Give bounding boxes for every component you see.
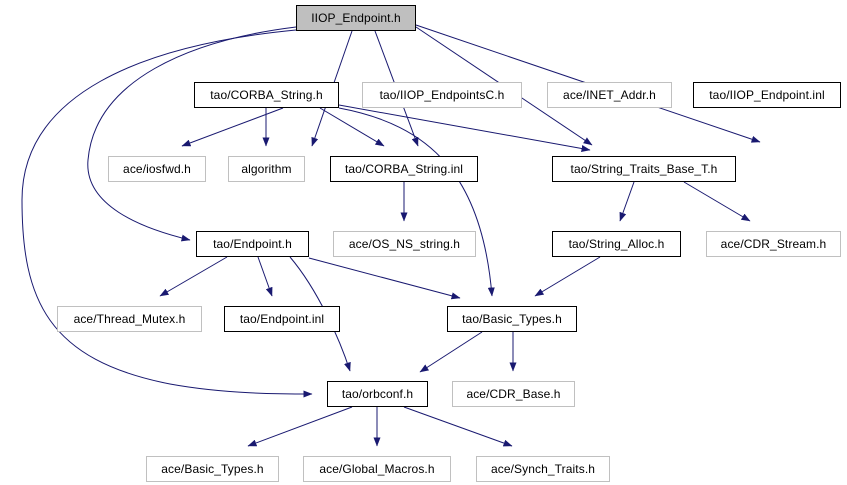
dependency-edge <box>87 26 297 242</box>
graph-node-ace-iosfwd-h[interactable]: ace/iosfwd.h <box>108 156 206 182</box>
graph-node-label: ace/Thread_Mutex.h <box>73 312 186 326</box>
graph-node-label: tao/Basic_Types.h <box>462 312 562 326</box>
graph-node-label: ace/CDR_Base.h <box>466 387 561 401</box>
dependency-edge <box>181 107 284 147</box>
graph-node-tao-string-alloc-h[interactable]: tao/String_Alloc.h <box>552 231 681 257</box>
graph-node-label: ace/Basic_Types.h <box>161 462 264 476</box>
dependency-edge <box>308 257 461 300</box>
graph-node-tao-endpoint-h[interactable]: tao/Endpoint.h <box>196 231 309 257</box>
graph-node-label: ace/CDR_Stream.h <box>720 237 827 251</box>
graph-node-label: ace/Global_Macros.h <box>319 462 435 476</box>
graph-node-tao-string-traits-base-t-h[interactable]: tao/String_Traits_Base_T.h <box>552 156 736 182</box>
graph-node-ace-inet-addr-h[interactable]: ace/INET_Addr.h <box>547 82 672 108</box>
dependency-edge <box>338 107 495 297</box>
graph-node-label: tao/IIOP_EndpointsC.h <box>379 88 505 102</box>
graph-node-tao-orbconf-h[interactable]: tao/orbconf.h <box>327 381 428 407</box>
graph-node-ace-synch-traits-h[interactable]: ace/Synch_Traits.h <box>476 456 610 482</box>
graph-node-ace-cdr-base-h[interactable]: ace/CDR_Base.h <box>452 381 575 407</box>
graph-node-label: tao/orbconf.h <box>341 387 414 401</box>
graph-node-tao-corba-string-h[interactable]: tao/CORBA_String.h <box>194 82 339 108</box>
graph-node-label: tao/String_Traits_Base_T.h <box>570 162 718 176</box>
graph-node-ace-global-macros-h[interactable]: ace/Global_Macros.h <box>303 456 451 482</box>
dependency-edge <box>338 104 591 152</box>
graph-node-label: algorithm <box>241 162 292 176</box>
graph-node-tao-endpoint-inl[interactable]: tao/Endpoint.inl <box>224 306 340 332</box>
graph-node-iiop-endpoint-h[interactable]: IIOP_Endpoint.h <box>296 5 416 31</box>
graph-node-label: ace/INET_Addr.h <box>563 88 656 102</box>
dependency-edge <box>159 256 228 297</box>
graph-node-tao-iiop-endpoint-inl[interactable]: tao/IIOP_Endpoint.inl <box>693 82 841 108</box>
graph-node-label: tao/IIOP_Endpoint.inl <box>709 88 825 102</box>
graph-node-label: ace/iosfwd.h <box>123 162 191 176</box>
graph-node-label: IIOP_Endpoint.h <box>311 11 401 25</box>
dependency-edge <box>534 256 601 297</box>
graph-node-label: tao/CORBA_String.h <box>210 88 323 102</box>
dependency-edge <box>257 256 273 297</box>
graph-node-tao-basic-types-h[interactable]: tao/Basic_Types.h <box>447 306 577 332</box>
graph-node-ace-thread-mutex-h[interactable]: ace/Thread_Mutex.h <box>57 306 202 332</box>
graph-node-tao-iiop-endpointsc-h[interactable]: tao/IIOP_EndpointsC.h <box>362 82 522 108</box>
dependency-edge <box>247 406 353 447</box>
graph-node-label: tao/Endpoint.inl <box>239 312 325 326</box>
dependency-edge <box>683 181 751 222</box>
dependency-edge <box>619 181 635 222</box>
graph-node-ace-os-ns-string-h[interactable]: ace/OS_NS_string.h <box>333 231 476 257</box>
graph-node-label: tao/Endpoint.h <box>213 237 292 251</box>
graph-node-label: ace/OS_NS_string.h <box>348 237 461 251</box>
graph-node-label: tao/CORBA_String.inl <box>344 162 464 176</box>
graph-node-algorithm[interactable]: algorithm <box>228 156 305 182</box>
graph-node-label: ace/Synch_Traits.h <box>490 462 596 476</box>
graph-node-label: tao/String_Alloc.h <box>568 237 665 251</box>
dependency-edge <box>403 406 513 447</box>
graph-node-ace-basic-types-h[interactable]: ace/Basic_Types.h <box>146 456 279 482</box>
dependency-edge <box>319 107 385 147</box>
graph-node-tao-corba-string-inl[interactable]: tao/CORBA_String.inl <box>330 156 478 182</box>
graph-node-ace-cdr-stream-h[interactable]: ace/CDR_Stream.h <box>706 231 841 257</box>
dependency-edge <box>419 331 483 373</box>
